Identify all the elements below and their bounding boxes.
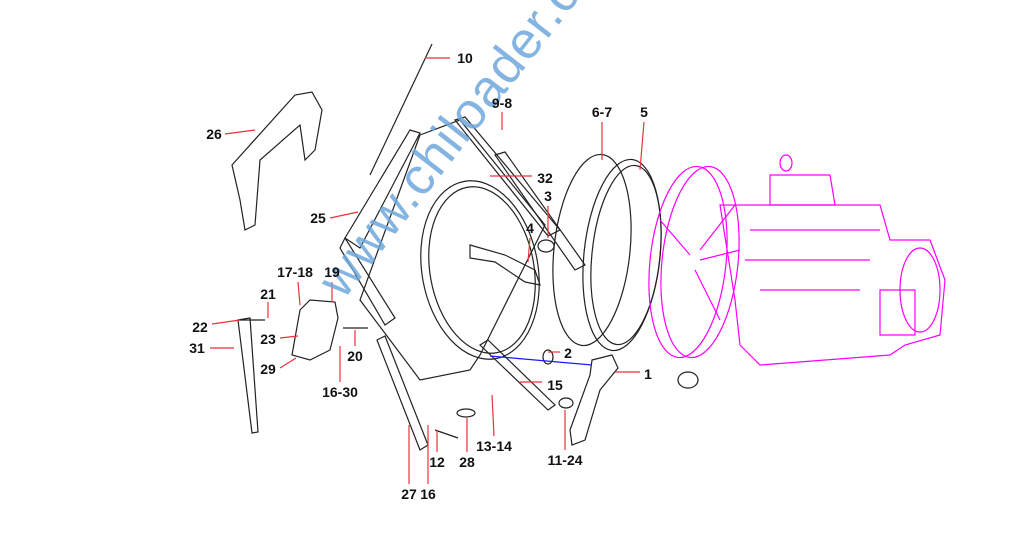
part-label: 4: [526, 220, 534, 236]
part-label: 5: [640, 104, 648, 120]
part-label: 17-18: [277, 264, 313, 280]
part-label: 22: [192, 319, 208, 335]
part-label: 12: [429, 454, 445, 470]
part-label: 26: [206, 126, 222, 142]
leader-line: [297, 281, 301, 306]
leader-line: [211, 319, 241, 325]
part-label: 13-14: [476, 438, 512, 454]
leader-line: [224, 129, 256, 135]
leader-line: [279, 335, 299, 339]
engine-outline: [648, 154, 946, 366]
part-label: 23: [260, 331, 276, 347]
leader-line: [639, 121, 645, 171]
part-label: 29: [260, 361, 276, 377]
part-label: 3: [544, 188, 552, 204]
part-label: 2: [564, 345, 572, 361]
hose-link-line: [489, 355, 593, 366]
leader-line: [279, 357, 297, 369]
part-label: 20: [347, 348, 363, 364]
leader-line: [491, 394, 495, 437]
part-label: 11-24: [547, 452, 583, 468]
part-label: 27: [401, 486, 417, 502]
part-label: 21: [260, 286, 276, 302]
part-label: 25: [310, 210, 326, 226]
part-label: 9-8: [491, 95, 513, 111]
leader-line: [527, 237, 531, 263]
part-label: 1: [644, 366, 652, 382]
part-label: 31: [189, 340, 205, 356]
part-label: 16-30: [322, 384, 358, 400]
part-label: 6-7: [591, 104, 613, 120]
part-label: 16: [420, 486, 436, 502]
part-label: 15: [547, 377, 563, 393]
part-label: 28: [459, 454, 475, 470]
part-label: 10: [457, 50, 473, 66]
part-label: 19: [324, 264, 340, 280]
part-label: 32: [537, 170, 553, 186]
leader-line: [329, 211, 359, 219]
leader-lines: [210, 57, 645, 484]
